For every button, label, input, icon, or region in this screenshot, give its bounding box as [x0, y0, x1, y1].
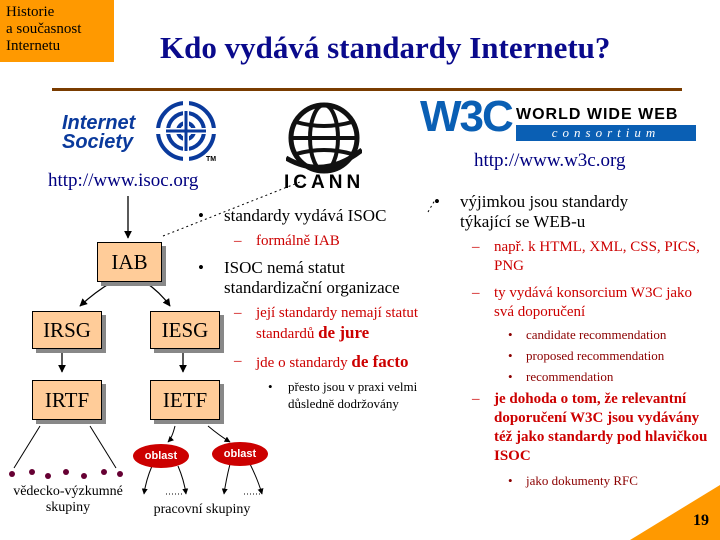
- bullet-dot: •: [508, 473, 513, 488]
- dash-mark: –: [472, 285, 480, 301]
- research-groups-line1: vědecko-výzkumné: [13, 484, 123, 499]
- de-jure-emphasis: de jure: [318, 323, 370, 342]
- title-divider: [52, 88, 682, 91]
- middle-b2b1: přesto jsou v praxi velmi důsledně dodrž…: [288, 379, 418, 411]
- bullet-dot: •: [198, 258, 204, 277]
- icann-logo-text: ICANN: [284, 172, 365, 193]
- ietf-box: IETF: [150, 380, 220, 420]
- dash-mark: –: [234, 305, 242, 321]
- middle-b2b-text: jde o standardy: [256, 355, 348, 371]
- middle-b2a: její standardy nemají statut standardů d…: [256, 304, 436, 344]
- irtf-box: IRTF: [32, 380, 102, 420]
- right-b1b3: recommendation: [526, 369, 614, 384]
- bullet-dot: •: [198, 206, 204, 225]
- isoc-url-link[interactable]: http://www.isoc.org: [48, 170, 199, 191]
- isoc-logo-word2: Society: [62, 131, 134, 153]
- irsg-box: IRSG: [32, 311, 102, 349]
- de-facto-emphasis: de facto: [351, 352, 409, 371]
- right-b1b2: proposed recommendation: [526, 348, 665, 363]
- dash-mark: –: [234, 353, 242, 369]
- page-number: 19: [693, 512, 709, 529]
- isoc-tm-mark: TM: [206, 156, 217, 163]
- isoc-globe-icon: [156, 101, 216, 161]
- right-b1: výjimkou jsou standardy týkající se WEB-…: [460, 192, 629, 231]
- right-b1a: např. k HTML, XML, CSS, PICS, PNG: [494, 239, 700, 274]
- bullet-dot: •: [508, 348, 513, 363]
- w3c-logo-line2: consortium: [516, 125, 696, 141]
- research-groups-line2: skupiny: [45, 500, 91, 515]
- course-line-2: a současnost: [6, 21, 82, 37]
- middle-b1: standardy vydává ISOC: [224, 206, 387, 225]
- icann-globe-icon: [286, 102, 362, 174]
- middle-b1a: formálně IAB: [256, 233, 340, 249]
- research-groups-label: vědecko-výzkumné skupiny: [2, 484, 134, 516]
- right-b1c: je dohoda o tom, že relevantní doporučen…: [494, 391, 708, 464]
- dash-mark: –: [472, 391, 480, 407]
- bullet-dot: •: [434, 192, 440, 211]
- course-line-3: Internetu: [6, 38, 61, 54]
- w3c-logo: W3C WORLD WIDE WEB consortium: [420, 92, 700, 146]
- area-oval-2: oblast: [212, 442, 268, 466]
- right-b1b1: candidate recommendation: [526, 327, 667, 342]
- dash-mark: –: [234, 233, 242, 249]
- bullet-dot: •: [508, 369, 513, 384]
- right-b1c1: jako dokumenty RFC: [526, 473, 638, 488]
- right-b1b: ty vydává konsorcium W3C jako svá doporu…: [494, 285, 693, 320]
- middle-b2b: jde o standardy de facto: [256, 352, 446, 373]
- w3c-mark: W3C: [420, 92, 514, 141]
- slide-title: Kdo vydává standardy Internetu?: [160, 30, 611, 65]
- isoc-logo-word1: Internet: [62, 112, 136, 134]
- area-oval-1: oblast: [133, 444, 189, 468]
- dash-mark: –: [472, 239, 480, 255]
- bullet-dot: •: [268, 379, 273, 394]
- w3c-logo-line1: WORLD WIDE WEB: [516, 106, 679, 123]
- icann-logo: ICANN: [278, 100, 388, 193]
- iesg-box: IESG: [150, 311, 220, 349]
- bullet-dot: •: [508, 327, 513, 342]
- iab-box: IAB: [97, 242, 162, 282]
- course-label: Historie a současnost Internetu: [0, 0, 114, 62]
- middle-b2: ISOC nemá statut standardizační organiza…: [224, 258, 400, 297]
- middle-b2a-text: její standardy nemají statut standardů: [256, 305, 419, 342]
- w3c-url-link[interactable]: http://www.w3c.org: [474, 150, 626, 171]
- course-line-1: Historie: [6, 4, 55, 20]
- corner-triangle: [630, 485, 720, 540]
- working-groups-label: pracovní skupiny: [153, 502, 251, 517]
- isoc-logo: Internet Society TM: [58, 98, 228, 168]
